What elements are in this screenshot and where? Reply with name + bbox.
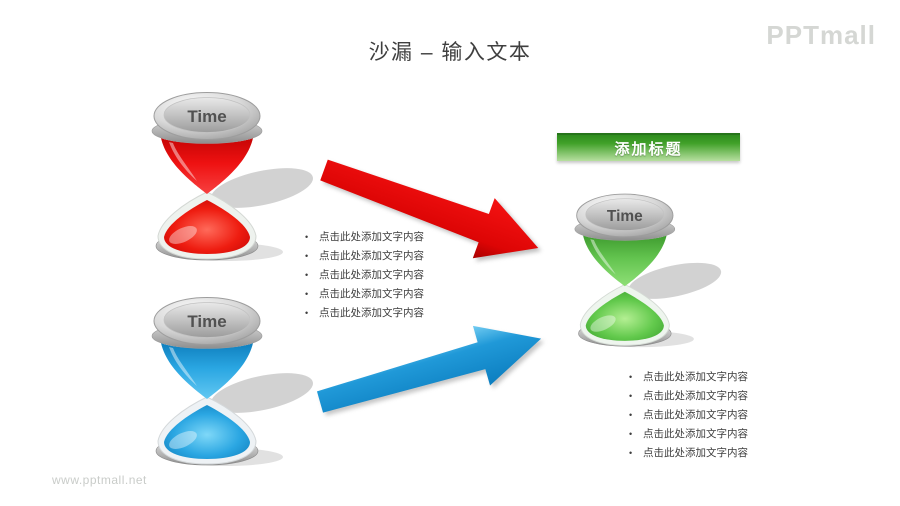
hourglass-cone-liquid — [161, 343, 253, 399]
list-item: 点击此处添加文字内容 — [627, 448, 748, 460]
red-arrow — [320, 159, 539, 259]
time-label: Time — [607, 208, 643, 225]
hourglass-bulb-liquid — [164, 200, 250, 254]
hourglass-cone-liquid — [583, 235, 667, 287]
hourglass-cast-shadow — [211, 168, 313, 208]
list-item: 点击此处添加文字内容 — [303, 251, 424, 263]
hourglass-red: Time — [151, 92, 313, 261]
list-item: 点击此处添加文字内容 — [627, 372, 748, 384]
time-label: Time — [187, 107, 226, 126]
add-title-banner: 添加标题 — [557, 133, 740, 161]
hourglass-cast-shadow — [211, 373, 313, 413]
blue-arrow — [316, 325, 542, 413]
hourglass-cone-highlight — [169, 142, 197, 181]
hourglass-cone-highlight — [169, 347, 197, 386]
hourglass-bulb-highlight — [169, 431, 197, 449]
right-bullet-list: 点击此处添加文字内容 点击此处添加文字内容 点击此处添加文字内容 点击此处添加文… — [627, 372, 748, 467]
list-item: 点击此处添加文字内容 — [303, 289, 424, 301]
hourglass-cap-button — [163, 302, 251, 338]
hourglass-cap-button — [585, 198, 665, 231]
list-item: 点击此处添加文字内容 — [627, 391, 748, 403]
list-item: 点击此处添加文字内容 — [303, 308, 424, 320]
hourglass-bulb-highlight — [590, 315, 616, 332]
watermark: www.pptmall.net — [52, 473, 147, 487]
list-item: 点击此处添加文字内容 — [627, 410, 748, 422]
hourglass-cap-button — [163, 97, 251, 133]
time-label: Time — [187, 312, 226, 331]
hourglass-blue: Time — [151, 297, 313, 466]
list-item: 点击此处添加文字内容 — [303, 270, 424, 282]
add-title-label: 添加标题 — [614, 140, 683, 158]
hourglass-green: Time — [574, 193, 722, 348]
pptmall-logo: PPTmall — [766, 20, 876, 50]
blue-arrow-shape — [316, 325, 542, 413]
list-item: 点击此处添加文字内容 — [303, 232, 424, 244]
page-title: 沙漏 – 输入文本 — [368, 41, 532, 64]
hourglass-bulb-liquid — [585, 291, 664, 341]
hourglass-cone-highlight — [590, 239, 616, 275]
hourglass-cast-shadow — [628, 262, 722, 299]
red-arrow-shape — [320, 159, 539, 259]
hourglass-bulb-highlight — [169, 226, 197, 244]
hourglass-bulb-liquid — [164, 405, 250, 459]
list-item: 点击此处添加文字内容 — [627, 429, 748, 441]
hourglass-cone-liquid — [161, 138, 253, 194]
middle-bullet-list: 点击此处添加文字内容 点击此处添加文字内容 点击此处添加文字内容 点击此处添加文… — [303, 232, 424, 327]
